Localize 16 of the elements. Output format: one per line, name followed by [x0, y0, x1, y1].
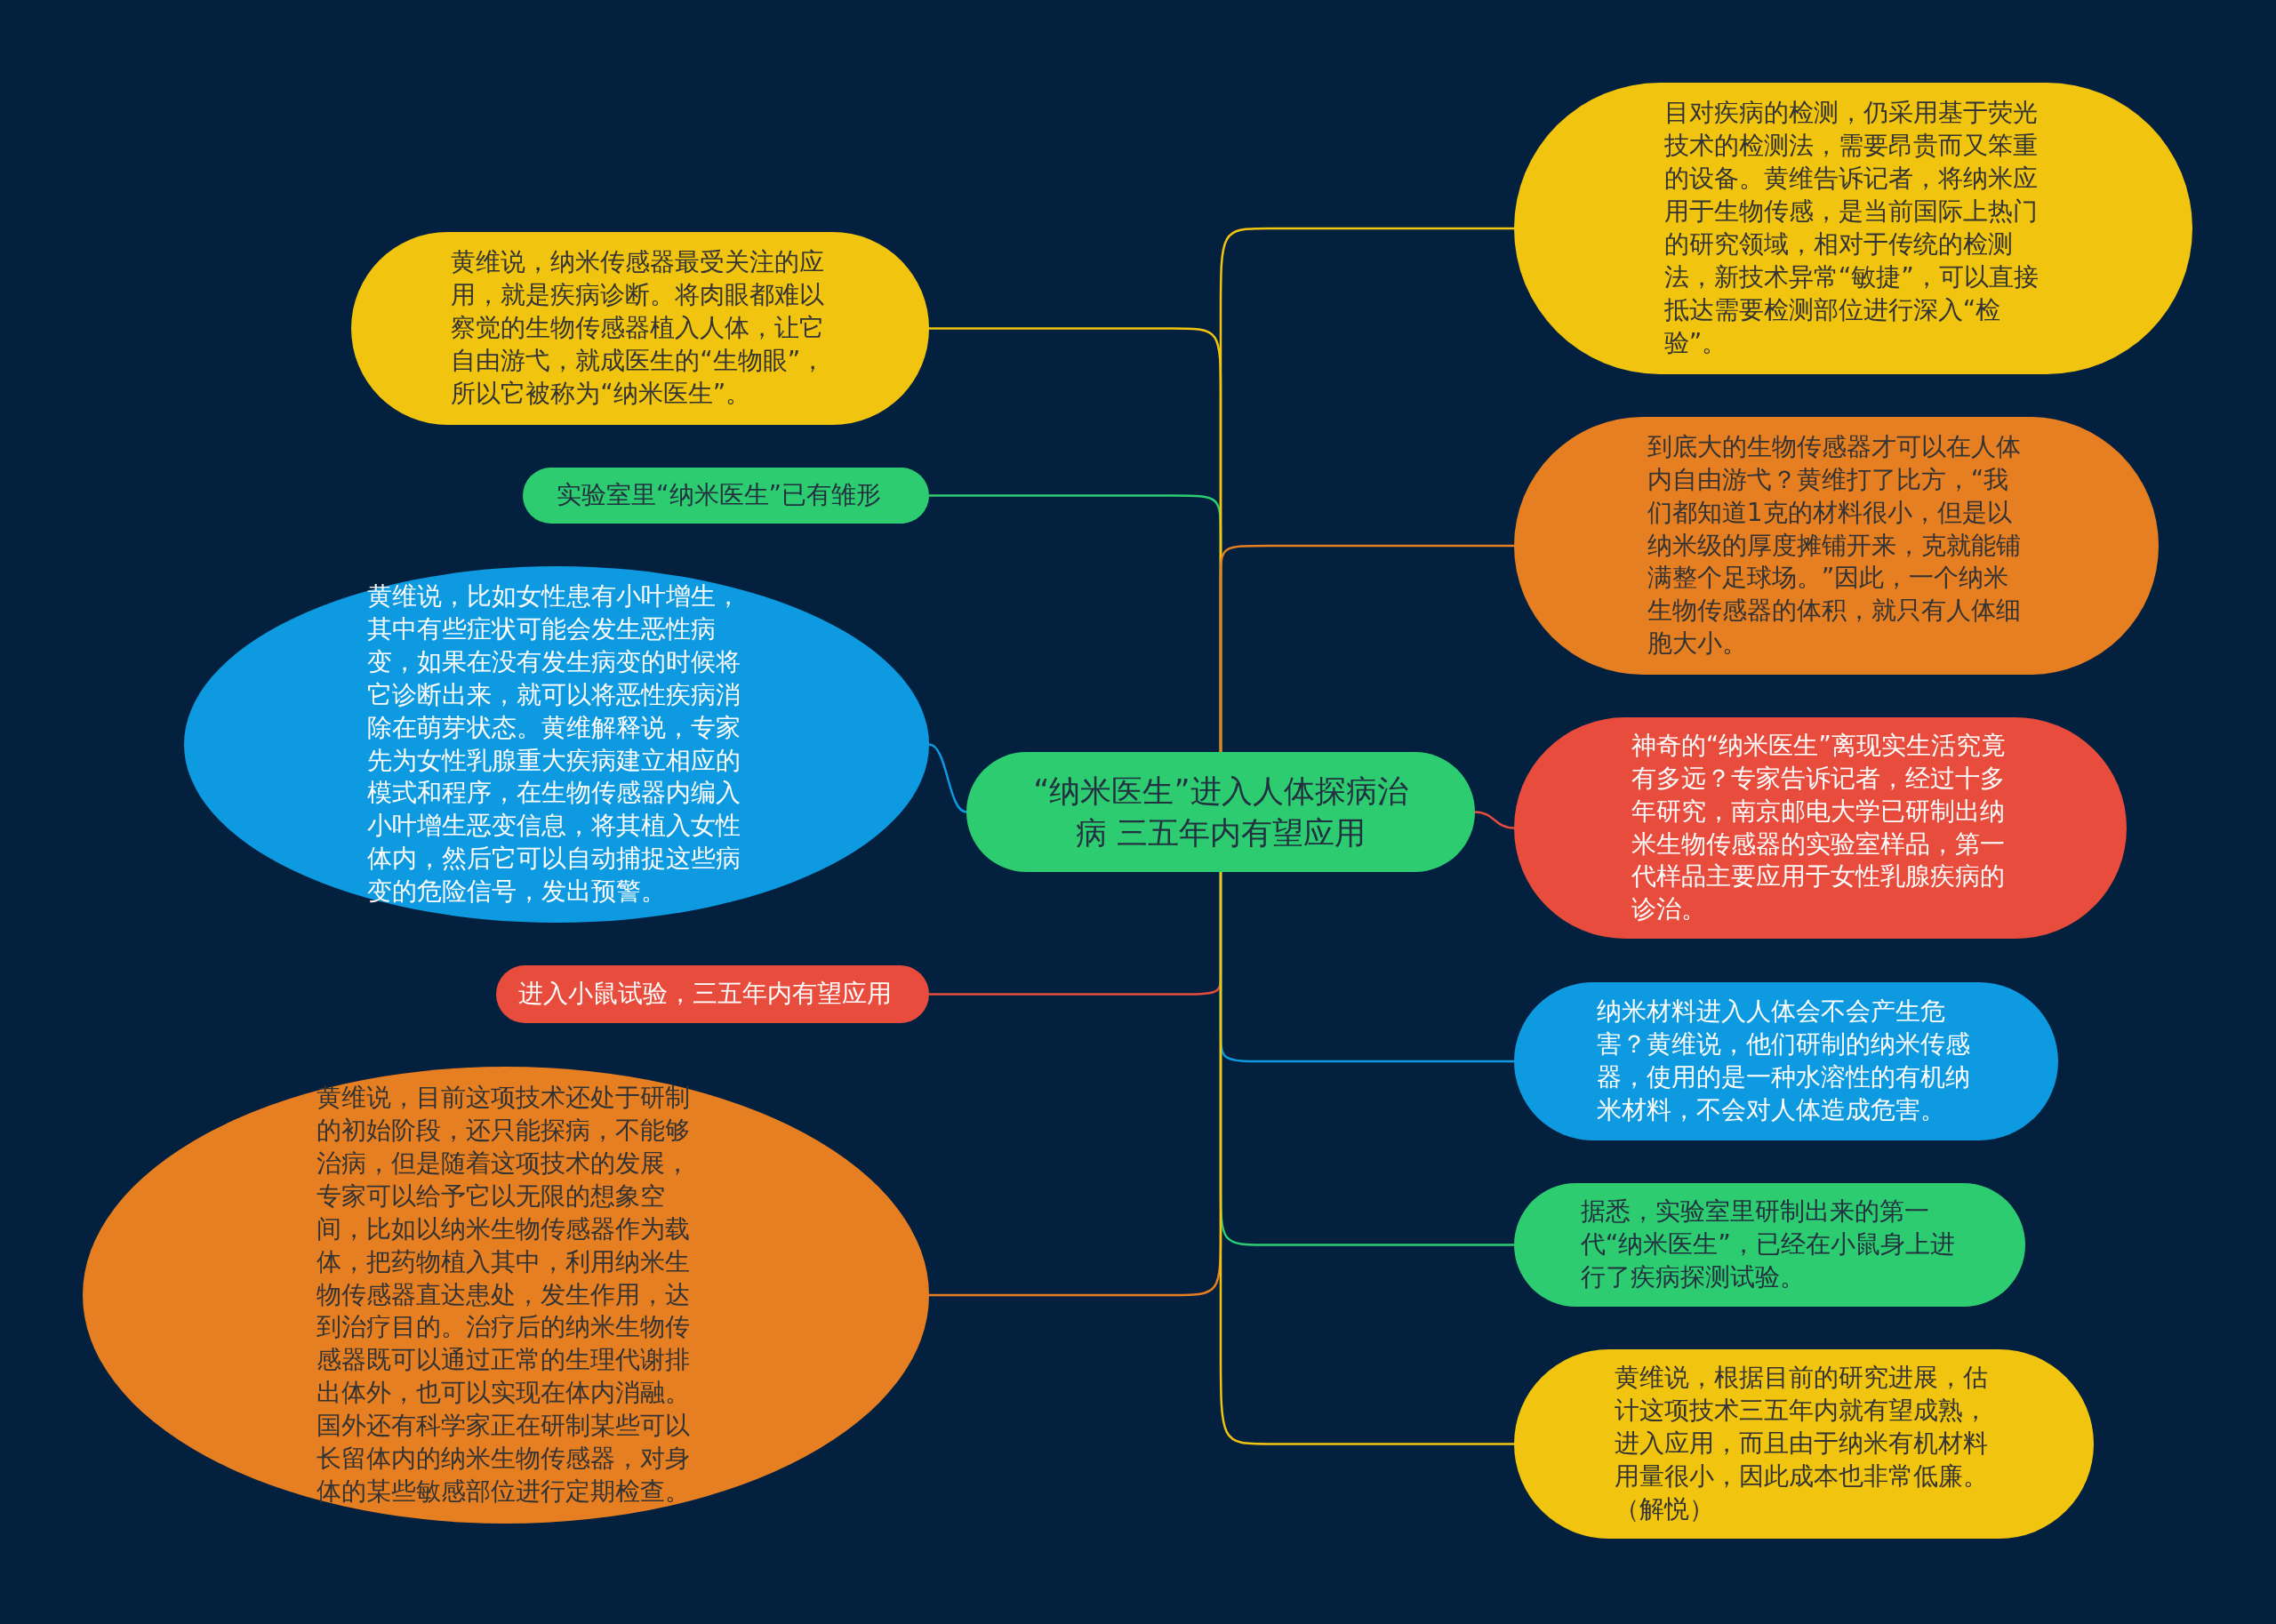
topic-text: 纳米材料进入人体会不会产生危害？黄维说，他们研制的纳米传感器，使用的是一种水溶性的有机纳米材料，不会对人体造成危害。 — [1597, 996, 1972, 1126]
topic-text: 据悉，实验室里研制出来的第一代“纳米医生”，已经在小鼠身上进行了疾病探测试验。 — [1580, 1196, 1956, 1293]
connector-line — [1219, 544, 1514, 752]
topic-text: 实验室里“纳米医生”已有雏形 — [557, 479, 883, 511]
central-topic-text: “纳米医生”进入人体探病治病 三五年内有望应用 — [1032, 772, 1409, 852]
connector-line — [1219, 872, 1514, 1445]
connector-line — [1474, 811, 1515, 829]
topic-text: 黄维说，比如女性患有小叶增生，其中有些症状可能会发生恶性病变，如果在没有发生病变的时候将它诊断出来，就可以将恶性疾病消除在萌芽状态。黄维解释说，专家先为女性乳腺重大疾病建立相应的模式和程序，在生物传感器内编入小叶增生恶变信息，将其植入女性体内，然后它可以自动捕捉这些病变的危险信号，发出预警。 — [367, 580, 742, 908]
topic-text: 神奇的“纳米医生”离现实生活究竟有多远？专家告诉记者，经过十多年研究，南京邮电大学已研制出纳米生物传感器的实验室样品，第一代样品主要应用于女性乳腺疾病的诊治。 — [1631, 729, 2007, 926]
topic-text: 到底大的生物传感器才可以在人体内自由游弋？黄维打了比方，“我们都知道1克的材料很小，但是以纳米级的厚度摊铺开来，克就能铺满整个足球场。”因此，一个纳米生物传感器的体积，就只有人体细胞大小。 — [1647, 430, 2022, 660]
topic-text: 黄维说，纳米传感器最受关注的应用，就是疾病诊断。将肉眼都难以察觉的生物传感器植入人体，让它自由游弋，就成医生的“生物眼”，所以它被称为“纳米医生”。 — [451, 246, 827, 410]
topic-text: 目对疾病的检测，仍采用基于荧光技术的检测法，需要昂贵而又笨重的设备。黄维告诉记者，将纳米应用于生物传感，是当前国际上热门的研究领域，相对于传统的检测法，新技术异常“敏捷”，可以直接抵达需要检测部位进行深入“检验”。 — [1663, 97, 2040, 359]
connector-line — [928, 743, 967, 813]
topic-text: 进入小鼠试验，三五年内有望应用 — [518, 978, 894, 1010]
topic-text: 黄维说，目前这项技术还处于研制的初始阶段，还只能探病，不能够治病，但是随着这项技术的发展，专家可以给予它以无限的想象空间，比如以纳米生物传感器作为载体，把药物植入其中，利用纳米生物传感器直达患处，发生作用，达到治疗目的。治疗后的纳米生物传感器既可以通过正常的生理代谢排出体外，也可以实现在体内消融。国外还有科学家正在研制某些可以长留体内的纳米生物传感器，对身体的某些敏感部位进行定期检查。 — [317, 1081, 692, 1508]
topic-text: 黄维说，根据目前的研究进展，估计这项技术三五年内就有望成熟，进入应用，而且由于纳米有机材料用量很小，因此成本也非常低廉。（解悦） — [1615, 1362, 1990, 1525]
